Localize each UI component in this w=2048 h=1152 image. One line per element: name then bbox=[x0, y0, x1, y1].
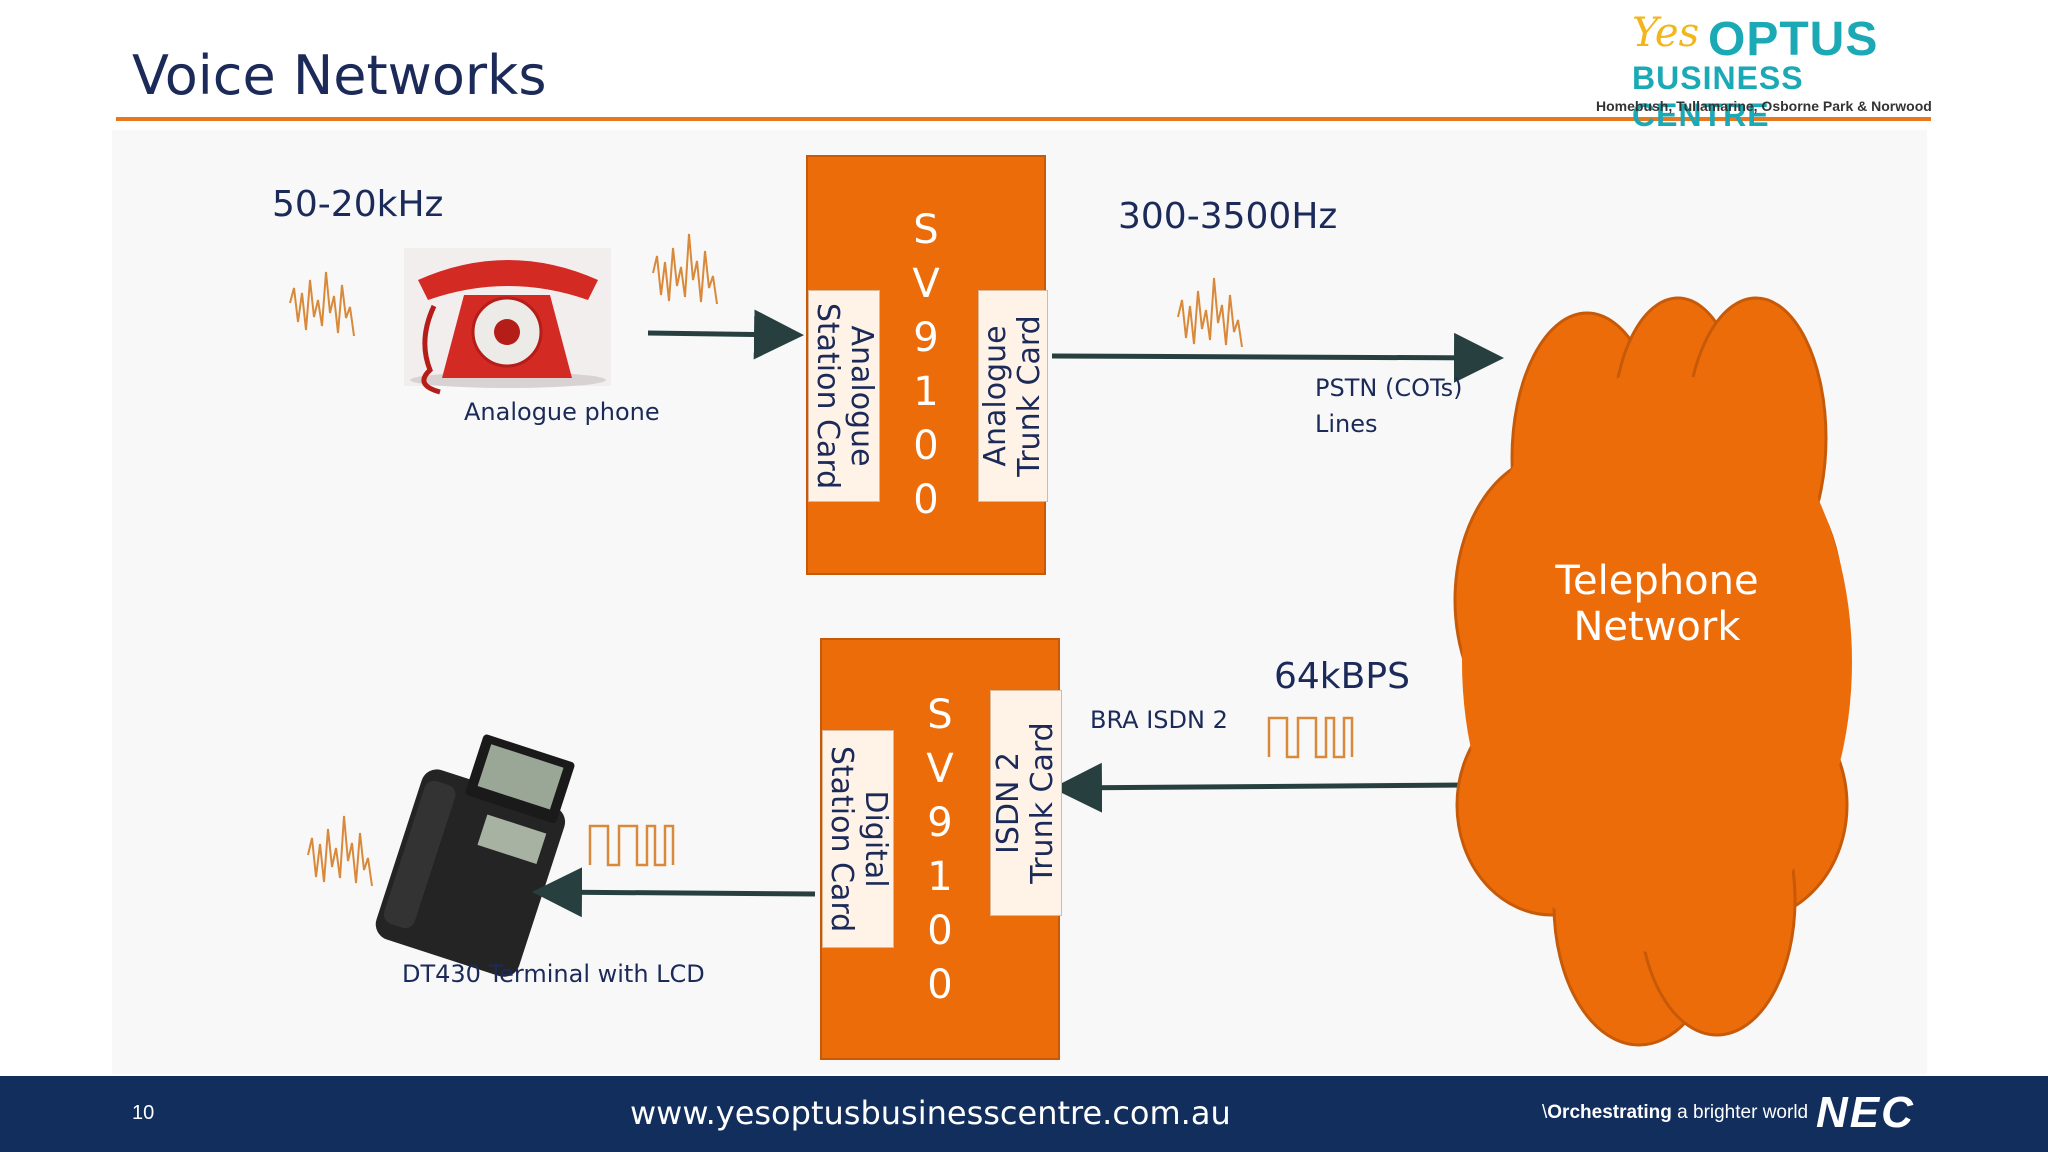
diagram-graphics bbox=[289, 233, 1852, 1047]
logo-yes-text: Yes bbox=[1632, 10, 1700, 56]
pbx-letter: S bbox=[913, 207, 939, 253]
sv9100-pbx-top: S V 9 1 0 0 Analogue Station Card Analog… bbox=[806, 155, 1048, 575]
pbx-letter: 0 bbox=[913, 423, 939, 469]
analogue-band-label: 50-20kHz bbox=[272, 184, 444, 225]
digital-wave-icon bbox=[1267, 716, 1354, 759]
analogue-trunk-card-label: Analogue Trunk Card bbox=[978, 315, 1047, 477]
pbx-letter: V bbox=[912, 261, 940, 307]
network-to-isdn-card-arrow bbox=[1052, 762, 1467, 813]
analogue-wave-icon bbox=[652, 233, 718, 305]
logo-locations-text: Homebush, Tullamarine, Osborne Park & No… bbox=[1596, 98, 1932, 114]
analogue-wave-icon bbox=[1177, 277, 1243, 348]
telephone-network-label: Telephone Network bbox=[1555, 558, 1759, 650]
digital-wave-icon bbox=[588, 824, 675, 867]
analogue-trunk-card: Analogue Trunk Card bbox=[978, 290, 1048, 502]
trunk-to-network-arrow bbox=[1051, 332, 1504, 383]
pbx-letter: 0 bbox=[927, 962, 953, 1008]
pbx-letter: 1 bbox=[927, 854, 953, 900]
isdn-trunk-card: ISDN 2 Trunk Card bbox=[990, 690, 1062, 916]
title-divider bbox=[116, 117, 1931, 121]
pbx-letter: 0 bbox=[913, 477, 939, 523]
digital-phone-icon bbox=[375, 734, 575, 977]
voice-network-diagram: 50-20kHz Analogue phone 300-3500Hz PSTN … bbox=[112, 130, 1927, 1074]
digital-phone-label: DT430 Terminal with LCD bbox=[402, 960, 705, 988]
page-number: 10 bbox=[132, 1102, 155, 1124]
telephone-network-cloud bbox=[1453, 296, 1852, 1047]
analogue-wave-icon bbox=[307, 815, 373, 887]
pstn-lines-label: PSTN (COTs) Lines bbox=[1315, 374, 1463, 438]
digital-rate-label: 64kBPS bbox=[1274, 656, 1410, 697]
analogue-wave-icon bbox=[289, 271, 355, 337]
pbx-letter: 9 bbox=[927, 800, 953, 846]
analogue-phone-icon bbox=[404, 248, 611, 395]
tagline-bold: Orchestrating bbox=[1547, 1102, 1672, 1123]
logo-business-centre-text: BUSINESS CENTRE bbox=[1632, 60, 1804, 133]
analogue-station-card: Analogue Station Card bbox=[808, 290, 880, 502]
footer-url[interactable]: www.yesoptusbusinesscentre.com.au bbox=[630, 1094, 1231, 1132]
pbx-letter: S bbox=[927, 692, 953, 738]
pbx-letter: 1 bbox=[913, 369, 939, 415]
pbx-letter: 9 bbox=[913, 315, 939, 361]
analogue-station-card-label: Analogue Station Card bbox=[810, 302, 879, 490]
pbx-letter: V bbox=[926, 746, 954, 792]
pbx-letter: 0 bbox=[927, 908, 953, 954]
footer-bar: 10 www.yesoptusbusinesscentre.com.au \Or… bbox=[0, 1076, 2048, 1152]
sv9100-pbx-bottom: S V 9 1 0 0 Digital Station Card ISDN 2 … bbox=[820, 638, 1062, 1060]
phone-to-station-card-arrow bbox=[647, 309, 804, 360]
telephone-band-label: 300-3500Hz bbox=[1118, 196, 1338, 237]
bra-isdn-label: BRA ISDN 2 bbox=[1090, 706, 1228, 734]
digital-station-card-label: Digital Station Card bbox=[824, 745, 893, 933]
slide-title: Voice Networks bbox=[132, 44, 547, 107]
tagline-rest: a brighter world bbox=[1671, 1102, 1809, 1123]
analogue-phone-label: Analogue phone bbox=[464, 398, 660, 426]
footer-tagline: \Orchestrating a brighter world bbox=[1542, 1102, 1809, 1123]
digital-station-card: Digital Station Card bbox=[822, 730, 894, 948]
station-card-to-terminal-arrow bbox=[532, 867, 816, 918]
nec-logo: NEC bbox=[1816, 1088, 1915, 1137]
isdn-trunk-card-label: ISDN 2 Trunk Card bbox=[991, 722, 1060, 884]
optus-business-centre-logo: Yes OPTUS BUSINESS CENTRE Homebush, Tull… bbox=[1590, 8, 1935, 133]
logo-optus-text: OPTUS bbox=[1708, 13, 1879, 66]
